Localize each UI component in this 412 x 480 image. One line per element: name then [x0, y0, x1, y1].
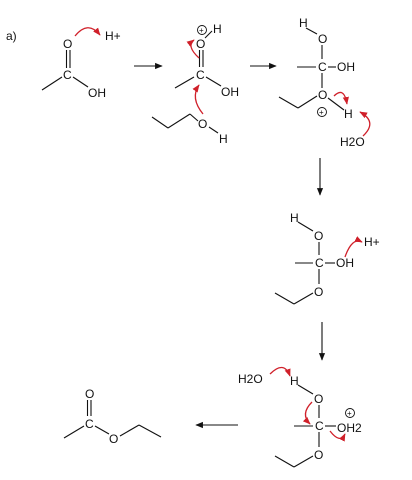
positive-charge-icon [317, 107, 327, 117]
tetrahedral-intermediate: H O C OH O [274, 211, 354, 305]
hydrogen: H [290, 374, 299, 388]
tetrahedral-carbon: C [318, 60, 327, 74]
part-label: a) [6, 29, 17, 43]
oxonium-oxygen: O [196, 37, 205, 51]
electron-arrow-2 [186, 39, 200, 59]
hydroxyl-group: OH [88, 86, 106, 100]
acidic-hydrogen: H [344, 107, 353, 121]
protonated-tetrahedral-intermediate: H O C + OH2 O [274, 374, 362, 468]
electron-arrow-1 [74, 27, 101, 37]
proton: H+ [364, 235, 380, 249]
proton-label: H+ [364, 235, 380, 249]
tetrahedral-intermediate-protonated: H O C OH O + H [278, 16, 355, 121]
carbocation-carbon: C [196, 68, 205, 82]
oxygen: O [314, 392, 323, 406]
oxonium-oxygen: O [318, 88, 327, 102]
ester-oxygen: O [109, 432, 118, 446]
carbonyl-carbon: C [85, 417, 94, 431]
electron-arrow-3 [192, 84, 204, 115]
protonated-acetic-acid: + H O C OH [174, 22, 239, 99]
electron-arrow-7 [269, 366, 291, 377]
ethanol-hydrogen: H [219, 132, 228, 146]
hydrogen: H [290, 211, 299, 225]
hydroxyl-group: OH [221, 85, 239, 99]
electron-arrow-5 [359, 111, 371, 137]
carbonyl-oxygen: O [85, 387, 94, 401]
water-label: H2O [340, 135, 365, 149]
carbonyl-oxygen: O [63, 37, 72, 51]
positive-charge-icon [197, 25, 207, 35]
water-label: H2O [238, 372, 263, 386]
oxygen: O [318, 32, 327, 46]
charge-sign: + [347, 409, 352, 418]
proton-label: H+ [105, 29, 121, 43]
protonated-hydroxyl: OH2 [337, 421, 362, 435]
positive-charge-icon [345, 408, 355, 418]
oxygen: O [314, 229, 323, 243]
charge-sign: + [319, 108, 324, 117]
hydroxyl-group: OH [337, 60, 355, 74]
ether-oxygen: O [314, 448, 323, 462]
oxonium-hydrogen: H [213, 22, 222, 36]
water: H2O [340, 135, 365, 149]
charge-sign: + [199, 26, 204, 35]
electron-arrow-6 [344, 236, 363, 258]
ethanol: O H [151, 113, 228, 146]
tetrahedral-carbon: C [315, 419, 324, 433]
electron-arrow-4 [333, 91, 349, 105]
electron-arrow-9 [329, 430, 346, 442]
carbonyl-carbon: C [63, 68, 72, 82]
tetrahedral-carbon: C [315, 256, 324, 270]
water: H2O [238, 372, 263, 386]
electron-arrow-8 [302, 401, 313, 425]
proton: H+ [105, 29, 121, 43]
ethyl-acetate: O C O [63, 387, 162, 446]
hydrogen: H [299, 16, 308, 30]
ethanol-oxygen: O [198, 117, 207, 131]
hydroxyl-group: OH [336, 256, 354, 270]
acetic-acid: O C OH [41, 37, 106, 100]
ether-oxygen: O [314, 285, 323, 299]
